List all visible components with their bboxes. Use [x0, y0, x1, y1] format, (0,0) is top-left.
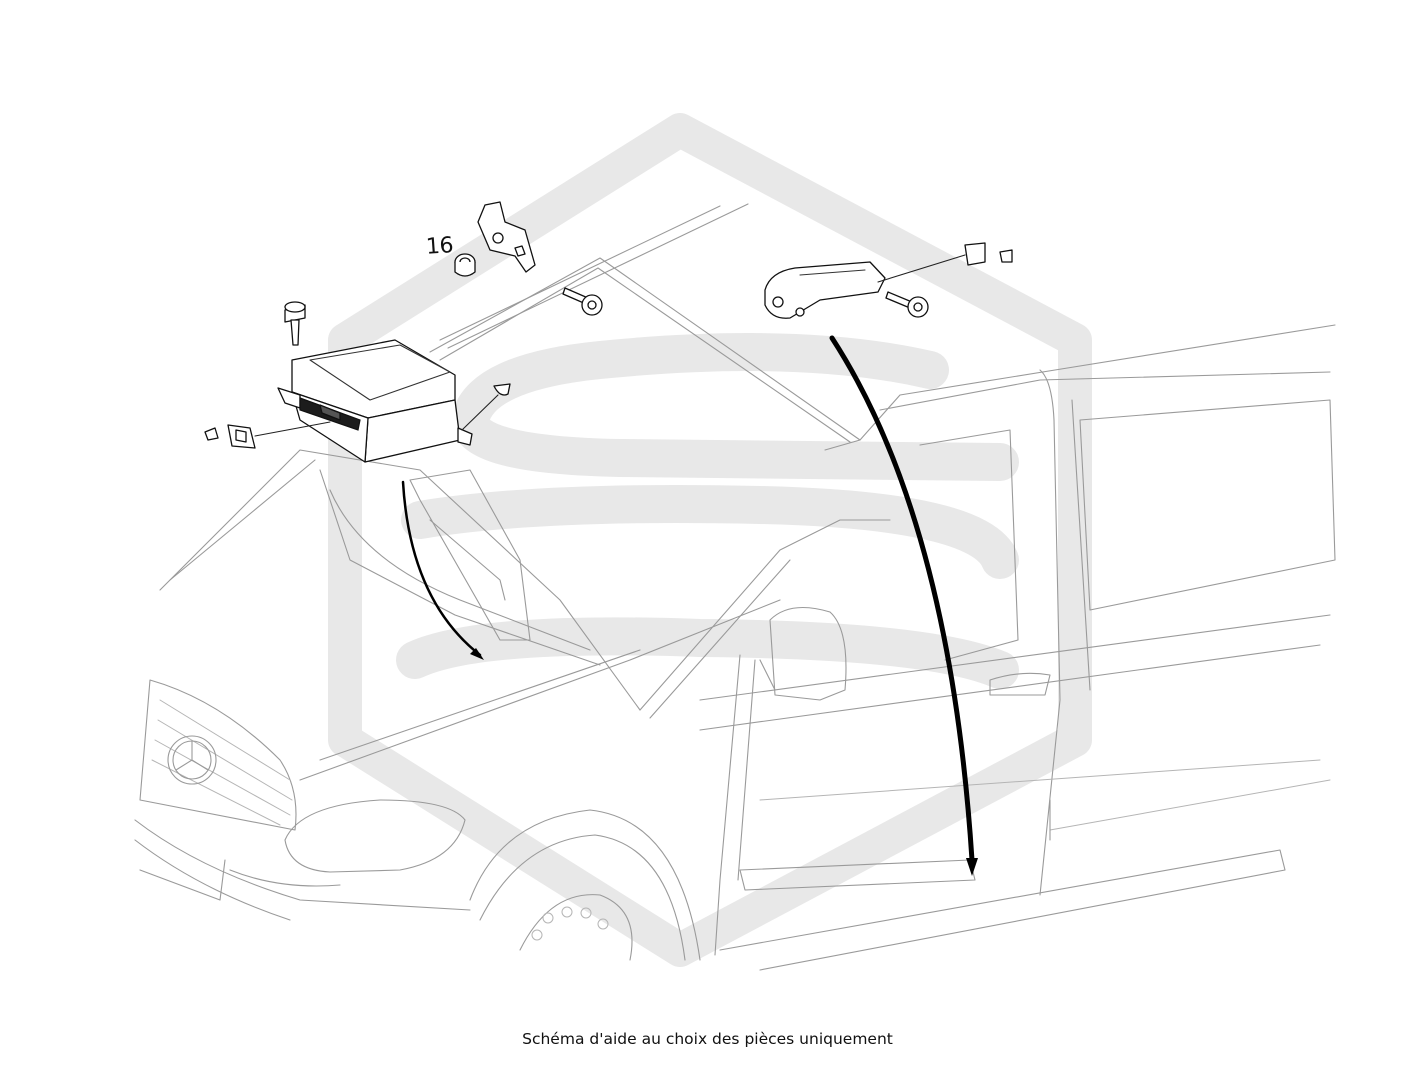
bracket	[477, 201, 536, 273]
nut	[454, 253, 476, 277]
bolt-left	[284, 301, 306, 346]
airbag-control-unit	[277, 339, 473, 463]
bolt-right	[885, 291, 929, 318]
location-arrow-left	[401, 480, 484, 660]
crash-sensor	[764, 254, 966, 319]
rivet-right-of-unit	[461, 383, 511, 431]
bolt-center	[562, 287, 603, 316]
watermark-logo	[328, 113, 1092, 967]
connector-left	[204, 421, 331, 449]
callout-label: 16	[425, 233, 454, 260]
connector-right	[964, 242, 1013, 266]
diagram-caption: Schéma d'aide au choix des pièces unique…	[522, 1030, 893, 1048]
location-arrow-right	[829, 335, 978, 876]
van-outline	[134, 203, 1336, 971]
